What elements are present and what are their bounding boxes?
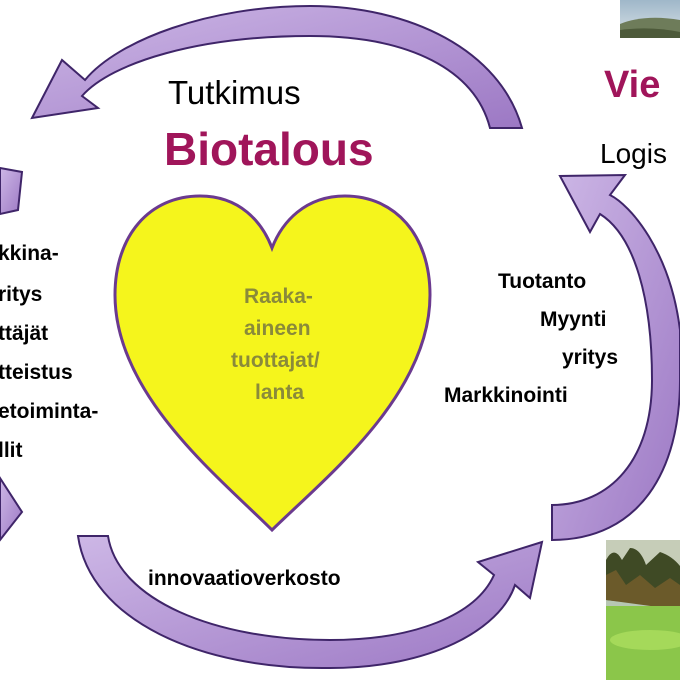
heart-line-4: lanta	[255, 381, 305, 404]
research-label: Tutkimus	[168, 74, 301, 111]
heart-line-2: aineen	[244, 317, 311, 340]
biotalous-title: Biotalous	[164, 123, 374, 175]
top-curved-arrow	[30, 4, 524, 129]
heart-shape	[113, 194, 432, 533]
left-line-4: tteistus	[0, 361, 73, 384]
right-heading-fragment: Vie	[604, 64, 661, 106]
heart-line-1: Raaka-	[244, 285, 313, 308]
innovation-network-label: innovaatioverkosto	[148, 567, 341, 590]
heart-line-3: tuottajat/	[231, 349, 320, 372]
right-subheading-fragment: Logis	[600, 138, 667, 169]
landscape-photo-top	[620, 0, 680, 38]
right-line-tuotanto: Tuotanto	[498, 270, 587, 293]
left-line-5: etoiminta-	[0, 400, 99, 423]
bottom-curved-arrow	[76, 535, 544, 670]
left-line-3: ttäjät	[0, 322, 49, 345]
left-line-6: llit	[0, 439, 23, 462]
right-line-markkinointi: Markkinointi	[444, 384, 568, 407]
left-arrow-upper-fragment	[0, 166, 24, 216]
right-line-myynti: Myynti	[540, 308, 607, 331]
left-line-1: kkina-	[0, 242, 59, 265]
left-line-2: ritys	[0, 283, 43, 306]
landscape-photo-bottom	[606, 540, 680, 680]
right-line-yritys: yritys	[562, 346, 619, 369]
left-arrow-lower-fragment	[0, 476, 24, 542]
right-curved-arrow	[551, 173, 680, 542]
